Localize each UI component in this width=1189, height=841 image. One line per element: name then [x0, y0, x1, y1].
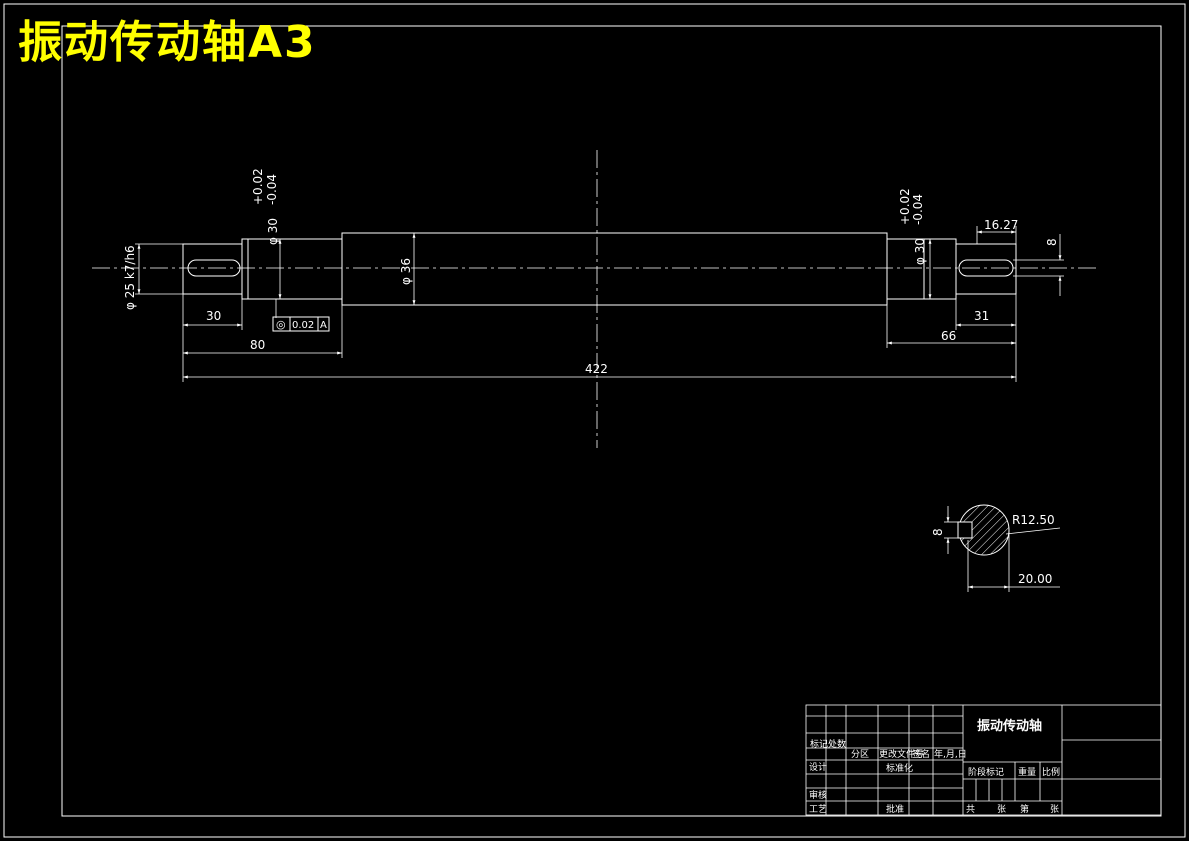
tb-label-design: 设计 [809, 761, 827, 773]
section-view [944, 504, 1061, 592]
sheet-title: 振动传动轴A3 [18, 17, 317, 68]
dim-keyway-offset: 16.27 [984, 218, 1018, 232]
dim-keyway-width: 8 [1045, 238, 1059, 246]
tolerance-value: 0.02 [292, 320, 314, 331]
dim-left-tol-lower: -0.04 [265, 174, 279, 205]
dim-left-section-len: 80 [250, 338, 265, 352]
tb-label-signature: 签名 [912, 748, 930, 760]
title-block [805, 704, 1162, 816]
tb-label-sheet-no: 第 [1020, 803, 1029, 815]
tb-label-weight: 重量 [1018, 766, 1036, 778]
tb-label-approve: 批准 [886, 803, 904, 815]
dim-total-len: 422 [585, 362, 608, 376]
tb-label-scale: 比例 [1042, 766, 1060, 778]
tb-label-stage-mark: 阶段标记 [968, 766, 1004, 778]
dim-left-key-len: 30 [206, 309, 221, 323]
tb-label-change-doc: 更改文件号 [879, 748, 924, 760]
dim-right-key-len: 31 [974, 309, 989, 323]
tb-label-total: 共 [966, 804, 975, 815]
outer-border [3, 3, 1186, 838]
tb-label-sheet-unit: 张 [1050, 804, 1059, 815]
tolerance-datum: A [320, 320, 327, 331]
dim-right-tol-lower: -0.04 [911, 194, 925, 225]
dim-section-depth: 20.00 [1018, 572, 1052, 586]
tb-label-zone: 分区 [851, 749, 869, 760]
inner-frame [61, 25, 1162, 817]
tb-label-standardize: 标准化 [886, 762, 913, 774]
tb-label-process: 工艺 [809, 804, 827, 815]
shaft-profile [182, 232, 1017, 306]
tolerance-symbol: ◎ [276, 318, 286, 331]
dim-left-bearing-dia: φ 30 [266, 218, 280, 245]
left-keyway [187, 259, 241, 277]
dim-left-tol-upper: +0.02 [251, 168, 265, 205]
dim-right-tol-upper: +0.02 [898, 188, 912, 225]
tb-label-count: 处数 [828, 738, 846, 750]
dim-right-bearing-dia: φ 30 [913, 238, 927, 265]
tb-label-mark: 标记 [810, 738, 828, 750]
title-block-part-name: 振动传动轴 [977, 718, 1042, 734]
tb-label-date: 年,月,日 [934, 748, 967, 760]
dim-center-dia: φ 36 [399, 258, 413, 285]
dim-left-shaft-dia: φ 25 k7/h6 [123, 245, 137, 310]
geometric-tolerance-frame: ◎ 0.02 A [272, 316, 330, 332]
tb-label-review: 审核 [809, 789, 827, 801]
dim-section-key-width: 8 [931, 528, 945, 536]
dim-right-section-len: 66 [941, 329, 956, 343]
tb-label-sheets: 张 [997, 804, 1006, 815]
dim-section-radius: R12.50 [1012, 513, 1055, 527]
right-keyway [958, 259, 1014, 277]
